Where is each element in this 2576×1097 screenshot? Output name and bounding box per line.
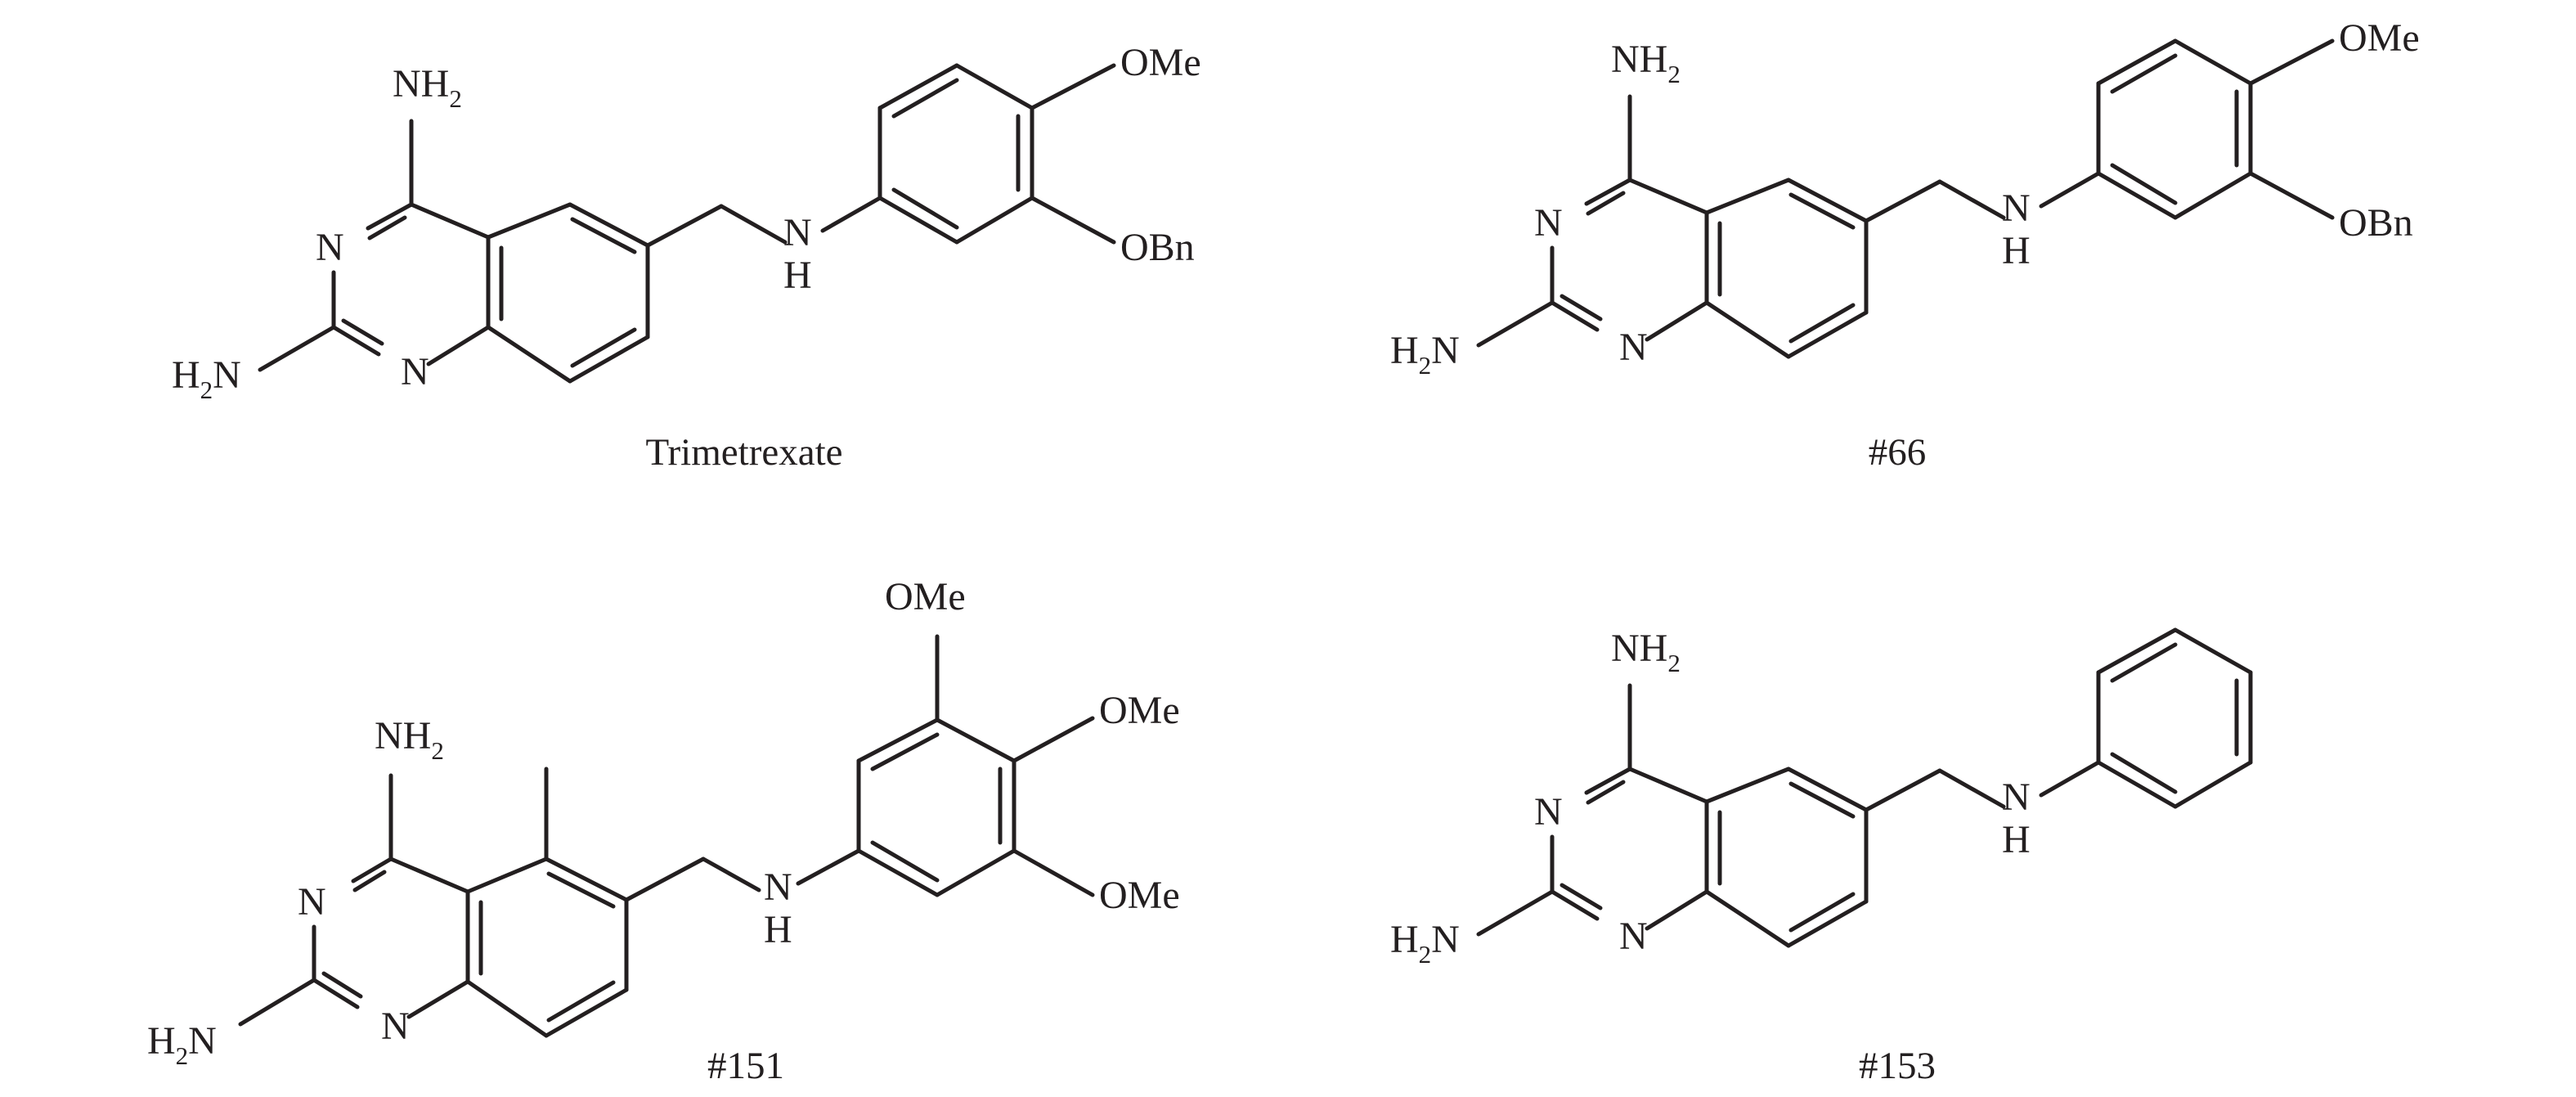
linker-hydrogen: H	[2002, 229, 2031, 272]
linker-nitrogen: N	[764, 865, 792, 909]
bonds	[238, 634, 1095, 1038]
caption-153: #153	[1859, 1045, 1936, 1087]
linker-hydrogen: H	[2002, 818, 2031, 861]
linker-nitrogen: N	[783, 211, 812, 254]
linker-hydrogen: H	[764, 908, 792, 951]
amine-top-label: NH2	[1611, 627, 1681, 677]
substituent-mid: OBn	[1120, 226, 1195, 269]
substituent-bottom: OMe	[1099, 874, 1180, 917]
substituent-top: OMe	[885, 575, 966, 618]
atom-labels: NH2 N N H2N N H OMe OMe OMe	[147, 575, 1180, 1070]
ring-nitrogen-lower: N	[381, 1005, 410, 1048]
molecule-trimetrexate: NH2 N N H2N N H OMe OBn Trimetrexate	[172, 41, 1201, 474]
ring-nitrogen-lower: N	[1619, 915, 1648, 958]
amine-left-label: H2N	[1390, 918, 1460, 969]
linker-hydrogen: H	[783, 254, 812, 297]
amine-left-label: H2N	[1390, 329, 1460, 380]
ring-nitrogen-lower: N	[1619, 326, 1648, 369]
caption-151: #151	[707, 1045, 784, 1087]
ring-nitrogen-upper: N	[1534, 790, 1563, 834]
caption-trimetrexate: Trimetrexate	[645, 431, 842, 474]
substituent-top: OMe	[1120, 41, 1201, 84]
molecule-153: NH2 N N H2N N H #153	[1390, 627, 2253, 1087]
atom-labels: NH2 N N H2N N H	[1390, 627, 2031, 969]
ring-nitrogen-upper: N	[1534, 201, 1563, 245]
molecule-151: NH2 N N H2N N H OMe OMe OMe #151	[147, 575, 1180, 1087]
atom-labels: NH2 N N H2N N H OMe OBn	[172, 41, 1201, 404]
caption-66: #66	[1869, 431, 1927, 474]
bonds	[1476, 38, 2335, 359]
substituent-mid: OMe	[1099, 689, 1180, 732]
amine-top-label: NH2	[393, 62, 462, 113]
atom-labels: NH2 N N H2N N H OMe OBn	[1390, 16, 2420, 380]
substituent-top: OMe	[2339, 16, 2420, 60]
ring-nitrogen-lower: N	[401, 350, 429, 393]
ring-nitrogen-upper: N	[316, 226, 344, 269]
molecule-66: NH2 N N H2N N H OMe OBn #66	[1390, 16, 2420, 474]
bonds	[258, 63, 1116, 384]
amine-top-label: NH2	[375, 714, 444, 765]
amine-left-label: H2N	[172, 353, 241, 404]
amine-left-label: H2N	[147, 1019, 217, 1070]
amine-top-label: NH2	[1611, 38, 1681, 88]
linker-nitrogen: N	[2002, 187, 2031, 230]
substituent-mid: OBn	[2339, 201, 2413, 245]
bonds	[1476, 627, 2253, 948]
ring-nitrogen-upper: N	[298, 880, 326, 924]
linker-nitrogen: N	[2002, 776, 2031, 819]
